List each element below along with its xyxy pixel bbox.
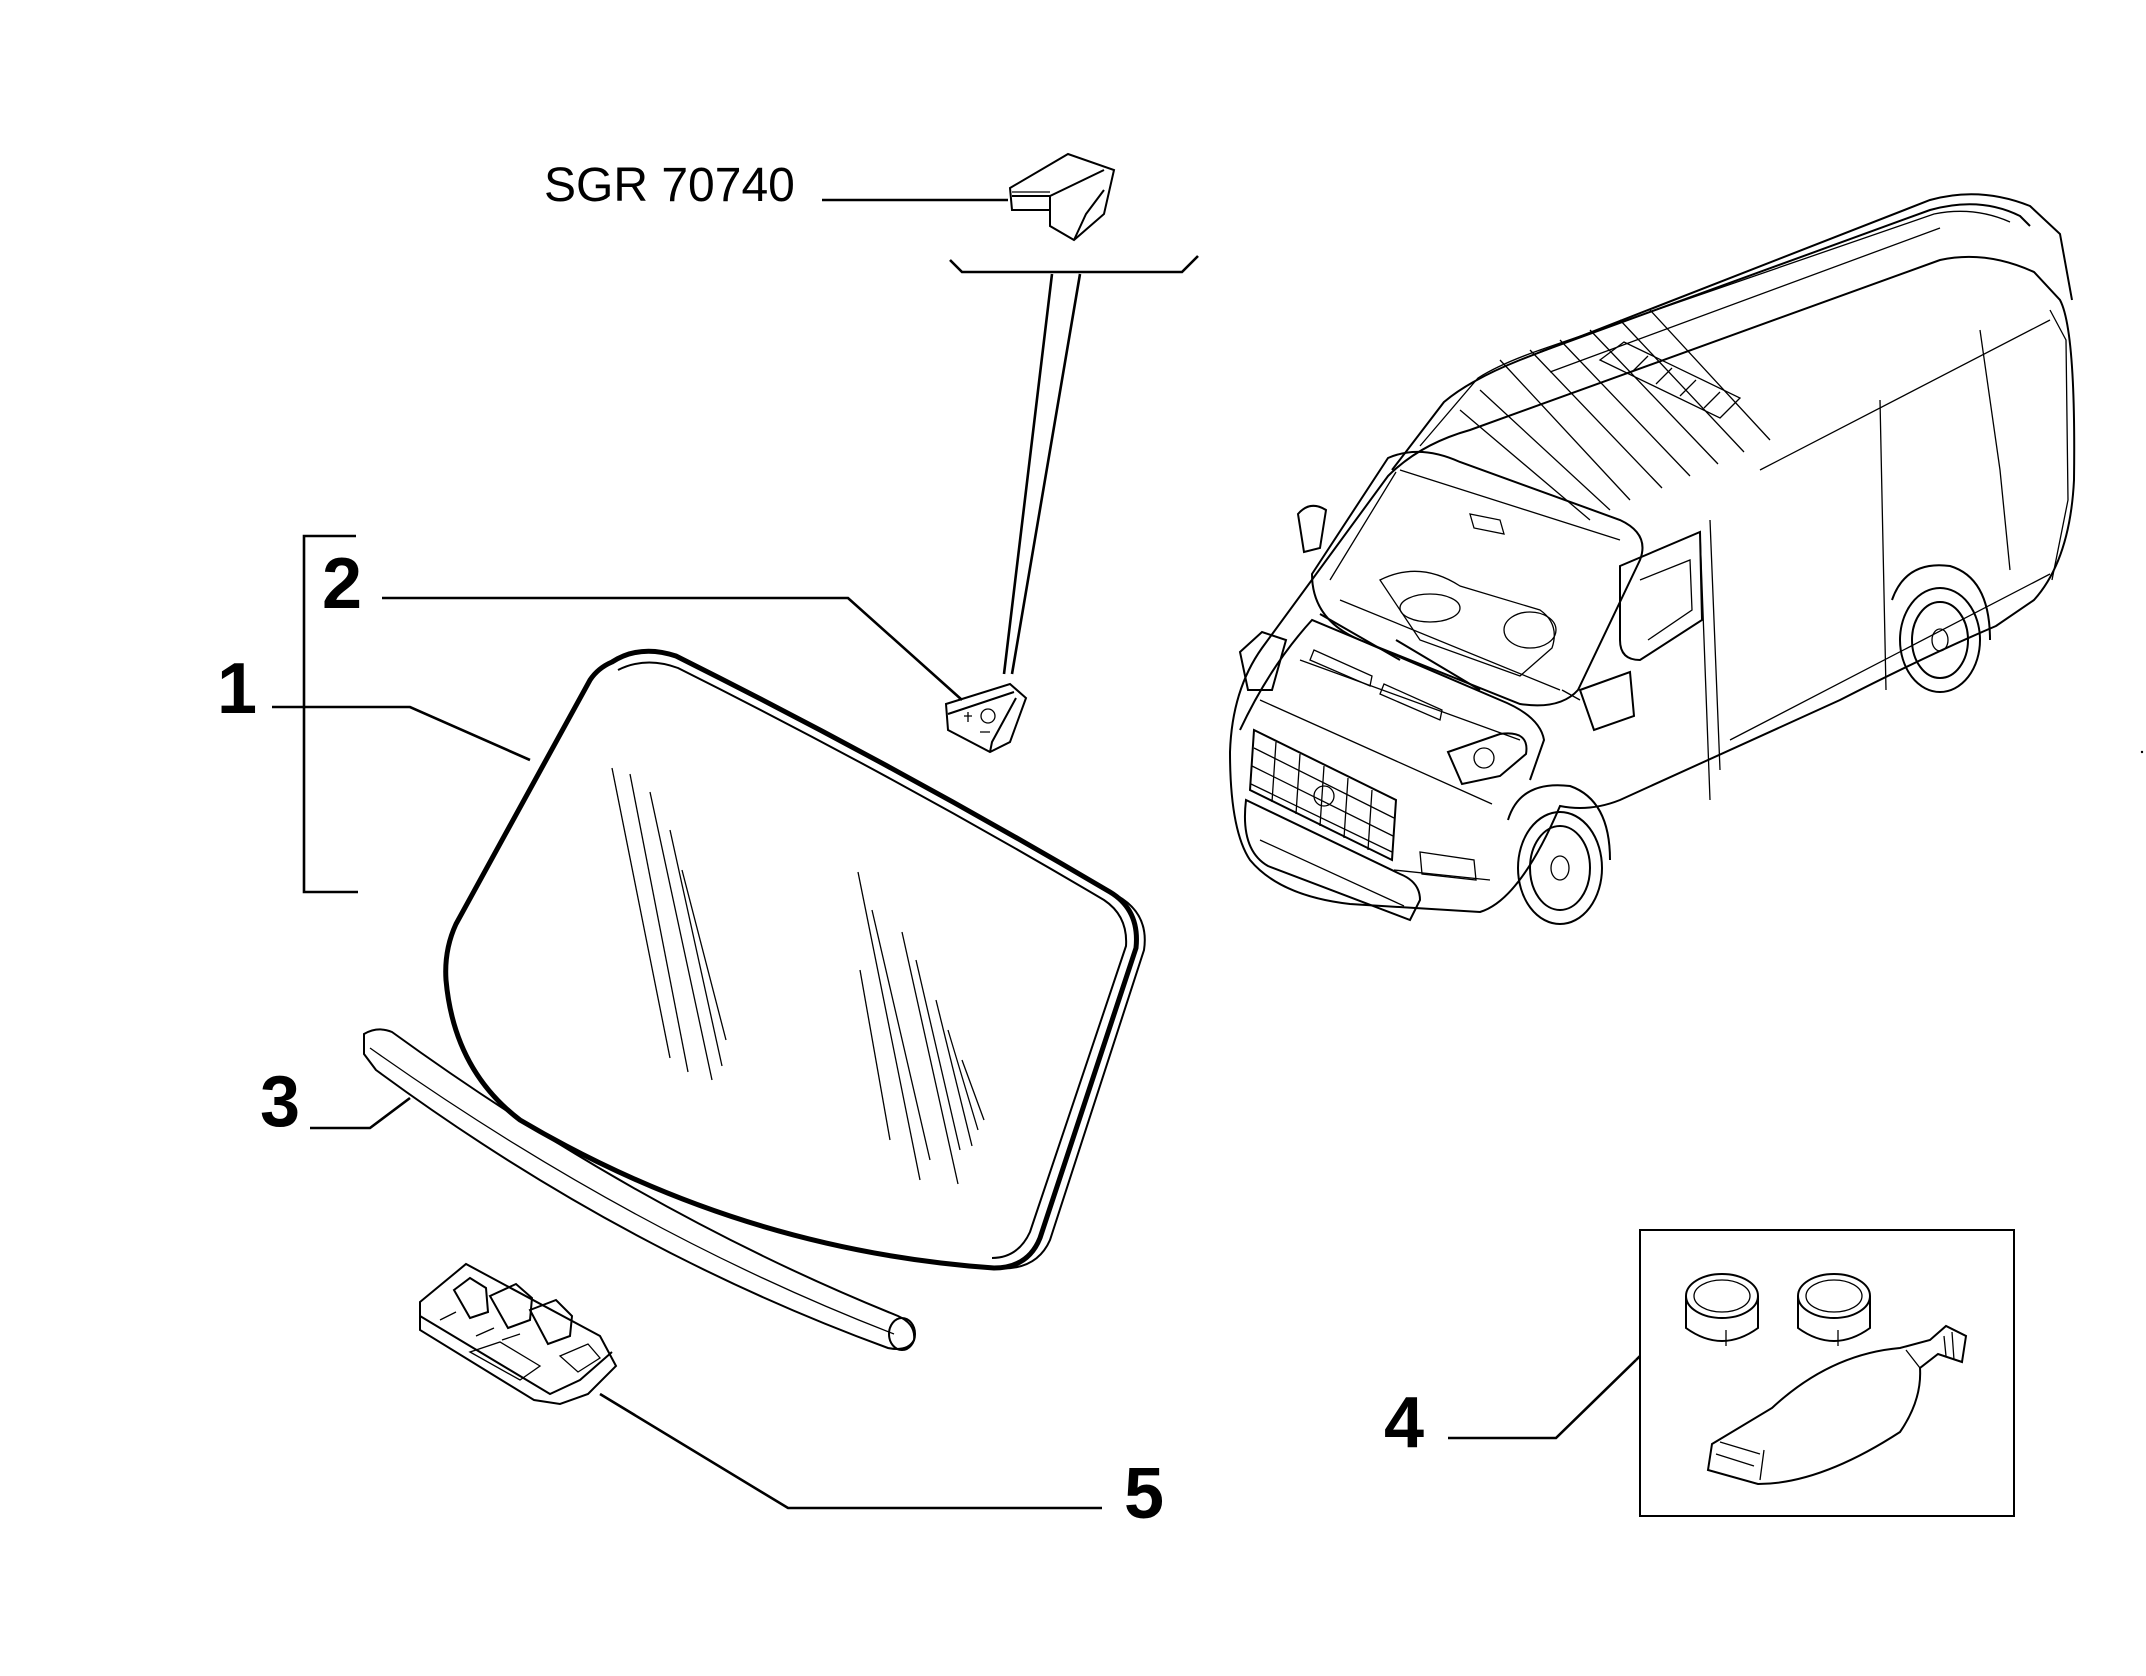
leader-5 bbox=[599, 1392, 1102, 1510]
callout-2: 2 bbox=[322, 544, 362, 624]
rain-sensor-cover-icon bbox=[1008, 152, 1116, 242]
group-bracket bbox=[302, 534, 358, 894]
leader-1 bbox=[272, 705, 531, 762]
leader-2 bbox=[382, 596, 963, 701]
adhesive-kit bbox=[1635, 1229, 2015, 1517]
mirror-bracket-icon bbox=[419, 1262, 618, 1406]
callout-4: 4 bbox=[1384, 1383, 1424, 1463]
sensor-bracket-legs bbox=[1002, 273, 1082, 675]
van-illustration bbox=[1228, 193, 2076, 925]
sensor-bracket bbox=[949, 255, 1199, 274]
callout-5: 5 bbox=[1124, 1454, 1164, 1534]
sensor-pad-icon bbox=[944, 682, 1028, 754]
leader-3 bbox=[310, 1096, 411, 1130]
kit-box bbox=[1639, 1229, 2015, 1517]
primer-cap-icon-left bbox=[1685, 1273, 1759, 1346]
primer-cap-icon-right bbox=[1797, 1273, 1871, 1346]
leader-4 bbox=[1448, 1359, 1637, 1440]
reference-label-sgr: SGR 70740 bbox=[544, 159, 795, 212]
callout-3: 3 bbox=[260, 1062, 300, 1142]
leader-lines bbox=[272, 198, 1637, 1510]
adhesive-tube-icon bbox=[1706, 1324, 1968, 1486]
stray-dot bbox=[2140, 750, 2144, 754]
seal-strip-icon bbox=[363, 1028, 916, 1351]
windscreen-icon bbox=[443, 648, 1146, 1271]
callout-1: 1 bbox=[217, 649, 257, 729]
